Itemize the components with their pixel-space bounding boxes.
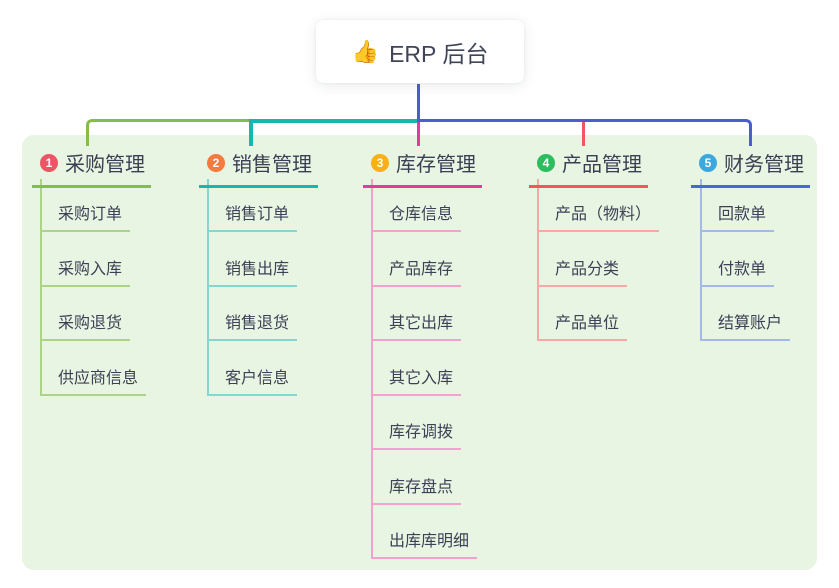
thumbs-up-icon: 👍 bbox=[351, 38, 380, 64]
connector-branch-2-drop bbox=[249, 119, 253, 146]
child-node[interactable]: 库存调拨 bbox=[371, 425, 462, 450]
branch-label: 采购管理 bbox=[65, 154, 145, 176]
child-node[interactable]: 采购入库 bbox=[40, 261, 131, 287]
child-node[interactable]: 产品单位 bbox=[537, 316, 628, 341]
child-node[interactable]: 产品（物料） bbox=[537, 207, 660, 232]
child-node[interactable]: 其它入库 bbox=[371, 370, 462, 396]
child-node[interactable]: 产品分类 bbox=[537, 261, 628, 287]
branch-badge-2: 2 bbox=[207, 153, 225, 172]
mindmap-panel bbox=[22, 135, 817, 570]
child-node[interactable]: 回款单 bbox=[700, 207, 775, 232]
child-node[interactable]: 付款单 bbox=[700, 261, 775, 287]
connector-branch-5 bbox=[416, 119, 752, 146]
branch-spine-2 bbox=[207, 179, 209, 396]
branch-spine-1 bbox=[40, 179, 42, 396]
branch-label: 销售管理 bbox=[232, 154, 312, 176]
child-node[interactable]: 销售退货 bbox=[207, 316, 298, 341]
branch-header-5[interactable]: 5 财务管理 bbox=[691, 148, 810, 188]
branch-badge-1: 1 bbox=[40, 153, 58, 172]
branch-spine-3 bbox=[371, 179, 373, 559]
child-node[interactable]: 采购退货 bbox=[40, 316, 131, 341]
connector-root-vertical bbox=[416, 84, 420, 121]
branch-label: 产品管理 bbox=[562, 154, 642, 176]
connector-branch-4-drop bbox=[581, 122, 585, 146]
branch-header-2[interactable]: 2 销售管理 bbox=[199, 148, 318, 188]
root-label: ERP 后台 bbox=[389, 40, 489, 67]
branch-header-1[interactable]: 1 采购管理 bbox=[32, 148, 151, 188]
child-node[interactable]: 产品库存 bbox=[371, 261, 462, 287]
branch-spine-4 bbox=[537, 179, 539, 341]
child-node[interactable]: 其它出库 bbox=[371, 316, 462, 341]
branch-label: 财务管理 bbox=[724, 154, 804, 176]
child-node[interactable]: 销售出库 bbox=[207, 261, 298, 287]
child-node[interactable]: 结算账户 bbox=[700, 316, 791, 341]
connector-branch-2 bbox=[249, 119, 417, 123]
branch-badge-5: 5 bbox=[699, 153, 717, 172]
connector-branch-1 bbox=[86, 119, 249, 146]
child-node[interactable]: 销售订单 bbox=[207, 207, 298, 232]
child-node[interactable]: 库存盘点 bbox=[371, 479, 462, 505]
child-node[interactable]: 供应商信息 bbox=[40, 370, 147, 396]
connector-branch-3-drop bbox=[416, 122, 420, 146]
child-node[interactable]: 客户信息 bbox=[207, 370, 298, 396]
branch-badge-4: 4 bbox=[537, 153, 555, 172]
branch-header-4[interactable]: 4 产品管理 bbox=[529, 148, 648, 188]
branch-label: 库存管理 bbox=[396, 154, 476, 176]
child-node[interactable]: 仓库信息 bbox=[371, 207, 462, 232]
root-node[interactable]: 👍 ERP 后台 bbox=[316, 20, 524, 83]
branch-spine-5 bbox=[700, 179, 702, 341]
branch-header-3[interactable]: 3 库存管理 bbox=[363, 148, 482, 188]
child-node[interactable]: 出库库明细 bbox=[371, 534, 478, 559]
branch-badge-3: 3 bbox=[371, 153, 389, 172]
child-node[interactable]: 采购订单 bbox=[40, 207, 131, 232]
